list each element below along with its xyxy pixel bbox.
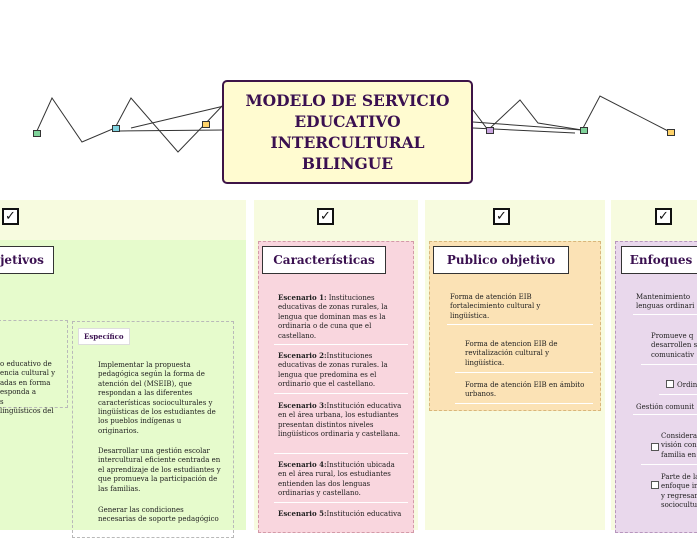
enfoque-item[interactable]: Promueve q desarrollen s comunicativ <box>651 332 697 359</box>
checkbox-icon[interactable] <box>651 443 659 451</box>
small-box-icon <box>580 127 588 134</box>
escenario-item[interactable]: Escenario 5:Institución educativa <box>278 509 402 518</box>
objetivo-general-box <box>0 320 68 408</box>
checkbox-icon[interactable] <box>666 380 674 388</box>
publico-item[interactable]: Forma de atencion EIB de revitalización … <box>465 340 558 367</box>
escenario-item[interactable]: Escenario 3:Institución educativa en el … <box>278 401 402 439</box>
publico-item[interactable]: Forma de atención EIB fortalecimiento cu… <box>450 293 541 320</box>
caracteristicas-panel: ✓ Características Escenario 1: Instituci… <box>254 200 418 533</box>
checkbox-icon[interactable] <box>651 481 659 489</box>
small-box-icon <box>486 127 494 134</box>
enfoque-item[interactable]: Gestión comunit <box>636 403 695 411</box>
especifico-item[interactable]: Implementar la propuesta pedagógica segú… <box>98 361 216 435</box>
small-box-icon <box>112 125 120 132</box>
small-box-icon <box>202 121 210 128</box>
especifico-item[interactable]: Generar las condiciones necesarias de so… <box>98 506 219 524</box>
publico-item[interactable]: Forma de atención EIB en ámbito urbanos. <box>465 381 585 399</box>
publico-header[interactable]: Publico objetivo <box>433 246 569 274</box>
small-box-icon <box>667 129 675 136</box>
small-box-icon <box>33 130 41 137</box>
checkbox-icon[interactable]: ✓ <box>317 208 334 225</box>
escenario-item[interactable]: Escenario 2:Instituciones educativas de … <box>278 351 388 389</box>
objetivos-panel: ✓ jetivos o educativo de encia cultural … <box>0 200 246 538</box>
checkbox-icon[interactable]: ✓ <box>2 208 19 225</box>
publico-panel: ✓ Publico objetivo Forma de atención EIB… <box>425 200 605 530</box>
enfoque-item[interactable]: Ordin <box>666 380 697 390</box>
enfoques-header[interactable]: Enfoques <box>621 246 697 274</box>
enfoque-item[interactable]: Parte de la enfoque in y regresar socioc… <box>651 473 697 511</box>
central-topic-label: MODELO DE SERVICIO EDUCATIVO INTERCULTUR… <box>245 91 450 173</box>
central-topic[interactable]: MODELO DE SERVICIO EDUCATIVO INTERCULTUR… <box>222 80 473 184</box>
escenario-item[interactable]: Escenario 1: Instituciones educativas de… <box>278 293 388 340</box>
checkbox-icon[interactable]: ✓ <box>655 208 672 225</box>
especifico-tag[interactable]: Específico <box>78 328 130 345</box>
checkbox-icon[interactable]: ✓ <box>493 208 510 225</box>
caracteristicas-header[interactable]: Características <box>262 246 386 274</box>
enfoques-panel: ✓ Enfoques Mantenimiento lenguas ordinar… <box>611 200 697 533</box>
objetivos-header[interactable]: jetivos <box>0 246 54 274</box>
enfoque-item[interactable]: Mantenimiento lenguas ordinari <box>636 293 695 311</box>
especifico-item[interactable]: Desarrollar una gestión escolar intercul… <box>98 447 221 493</box>
enfoque-item[interactable]: Considera visión con familia en <box>651 432 697 460</box>
objetivo-general-text: o educativo de encia cultural y adas en … <box>0 360 56 416</box>
escenario-item[interactable]: Escenario 4:Institución ubicada en el ár… <box>278 460 395 498</box>
